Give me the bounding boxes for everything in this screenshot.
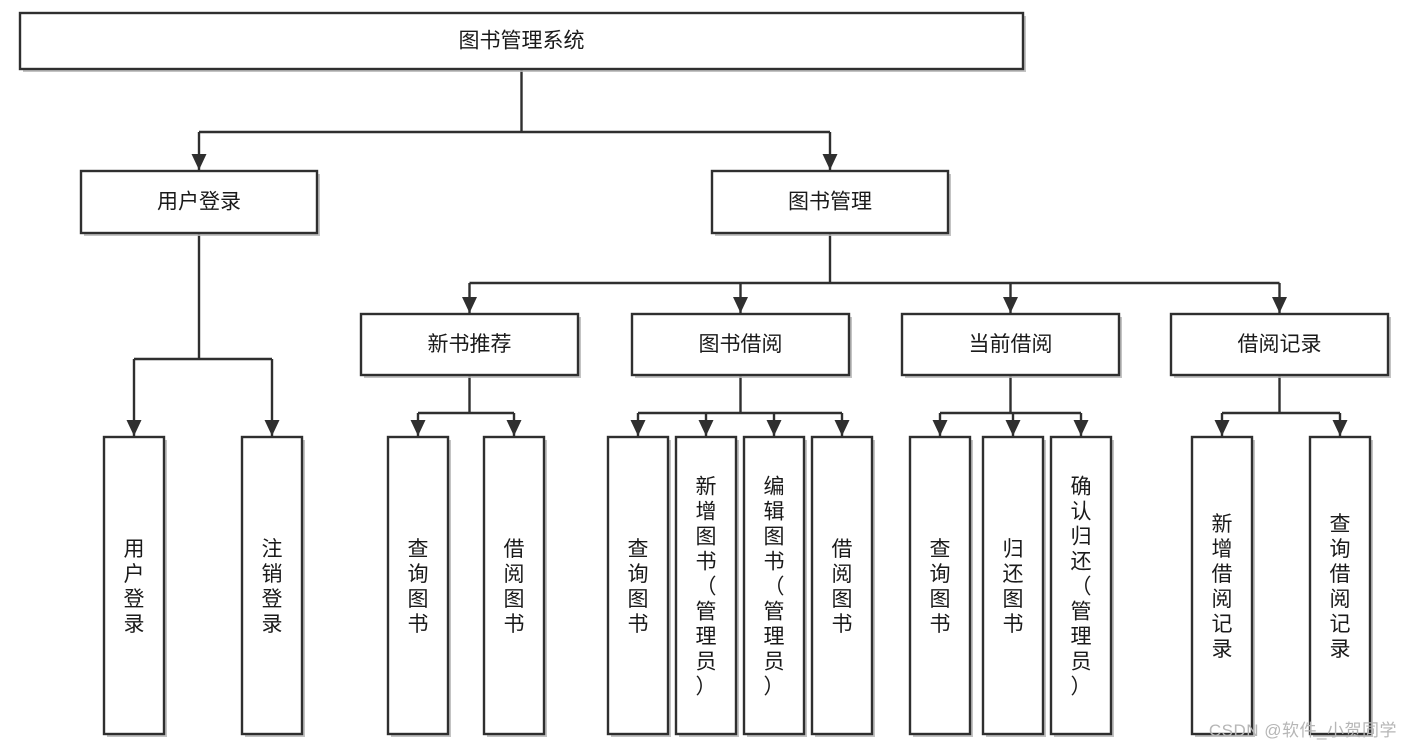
node-borrow-records[interactable]: 借阅记录 [1169, 312, 1391, 378]
arrow-head-icon [462, 297, 477, 313]
node-leaf-add-record[interactable]: 新增借阅记录 [1190, 435, 1255, 737]
node-leaf-query-book-3[interactable]: 查询图书 [908, 435, 973, 737]
arrow-head-icon [1272, 297, 1287, 313]
connector-group-new-book-recommend [410, 375, 522, 436]
node-leaf-return-book[interactable]: 归还图书 [981, 435, 1046, 737]
arrow-head-icon [822, 154, 838, 170]
node-label: 图书管理 [788, 191, 872, 214]
node-label: 归还图书 [1003, 538, 1024, 636]
node-book-borrow[interactable]: 图书借阅 [630, 312, 852, 378]
node-leaf-query-record[interactable]: 查询借阅记录 [1308, 435, 1373, 737]
node-leaf-user-login[interactable]: 用户登录 [102, 435, 167, 737]
node-leaf-query-book-1[interactable]: 查询图书 [386, 435, 451, 737]
node-book-management[interactable]: 图书管理 [710, 169, 951, 236]
node-rect [359, 312, 580, 377]
node-rect [742, 435, 806, 736]
connector-group-book-borrow [630, 375, 850, 436]
node-rect [18, 11, 1025, 71]
node-label: 查询图书 [408, 538, 429, 636]
arrow-head-icon [1073, 420, 1089, 436]
arrow-head-icon [1005, 420, 1021, 436]
node-rect [674, 435, 738, 736]
node-rect [482, 435, 546, 736]
node-label: 新增图书（管理员） [696, 476, 717, 699]
node-label: 借阅图书 [832, 538, 853, 636]
node-rect [710, 169, 950, 235]
node-leaf-add-book[interactable]: 新增图书（管理员） [674, 435, 739, 737]
node-rect [981, 435, 1045, 736]
node-label: 当前借阅 [969, 333, 1053, 356]
node-rect [240, 435, 304, 736]
node-rect [810, 435, 874, 736]
node-rect [386, 435, 450, 736]
connector-group-current-borrow [932, 375, 1089, 436]
node-rect [900, 312, 1121, 377]
node-rect [630, 312, 851, 377]
arrow-head-icon [1003, 297, 1018, 313]
node-user-login[interactable]: 用户登录 [79, 169, 320, 236]
node-label: 新增借阅记录 [1212, 513, 1233, 661]
node-rect [606, 435, 670, 736]
arrow-head-icon [630, 420, 646, 436]
connector-group-book-management [462, 233, 1287, 313]
node-rect [102, 435, 166, 736]
node-rect [1308, 435, 1372, 736]
node-leaf-confirm-return[interactable]: 确认归还（管理员） [1049, 435, 1114, 737]
node-leaf-borrow-book-1[interactable]: 借阅图书 [482, 435, 547, 737]
connector-group-user-login [126, 233, 280, 436]
node-label: 注销登录 [262, 538, 283, 636]
node-rect [1049, 435, 1113, 736]
node-label: 图书管理系统 [459, 30, 585, 53]
arrow-head-icon [698, 420, 714, 436]
node-label: 借阅图书 [504, 538, 525, 636]
arrow-head-icon [264, 420, 280, 436]
node-new-book-recommend[interactable]: 新书推荐 [359, 312, 581, 378]
node-label: 借阅记录 [1238, 333, 1322, 356]
node-rect [908, 435, 972, 736]
node-root[interactable]: 图书管理系统 [18, 11, 1026, 72]
arrow-head-icon [766, 420, 782, 436]
node-label: 查询图书 [930, 538, 951, 636]
node-label: 图书借阅 [699, 333, 783, 356]
node-leaf-user-logout[interactable]: 注销登录 [240, 435, 305, 737]
node-current-borrow[interactable]: 当前借阅 [900, 312, 1122, 378]
node-label: 查询借阅记录 [1330, 513, 1351, 661]
arrow-head-icon [506, 420, 522, 436]
arrow-head-icon [126, 420, 142, 436]
node-rect [1169, 312, 1390, 377]
arrow-head-icon [1332, 420, 1348, 436]
node-label: 查询图书 [628, 538, 649, 636]
node-leaf-query-book-2[interactable]: 查询图书 [606, 435, 671, 737]
node-rect [79, 169, 319, 235]
node-rect [1190, 435, 1254, 736]
node-layer: 图书管理系统用户登录图书管理新书推荐图书借阅当前借阅借阅记录用户登录注销登录查询… [18, 11, 1391, 737]
arrow-head-icon [733, 297, 748, 313]
arrow-head-icon [191, 154, 207, 170]
arrow-head-icon [834, 420, 850, 436]
node-label: 用户登录 [124, 538, 145, 636]
node-label: 编辑图书（管理员） [764, 476, 785, 699]
node-label: 用户登录 [157, 191, 241, 214]
node-label: 新书推荐 [428, 333, 512, 356]
arrow-head-icon [1214, 420, 1230, 436]
connector-group-root [191, 69, 838, 170]
node-leaf-borrow-book-2[interactable]: 借阅图书 [810, 435, 875, 737]
arrow-head-icon [932, 420, 948, 436]
connector-group-borrow-records [1214, 375, 1348, 436]
node-label: 确认归还（管理员） [1071, 476, 1092, 699]
connector-layer [126, 69, 1348, 436]
arrow-head-icon [410, 420, 426, 436]
node-leaf-edit-book[interactable]: 编辑图书（管理员） [742, 435, 807, 737]
